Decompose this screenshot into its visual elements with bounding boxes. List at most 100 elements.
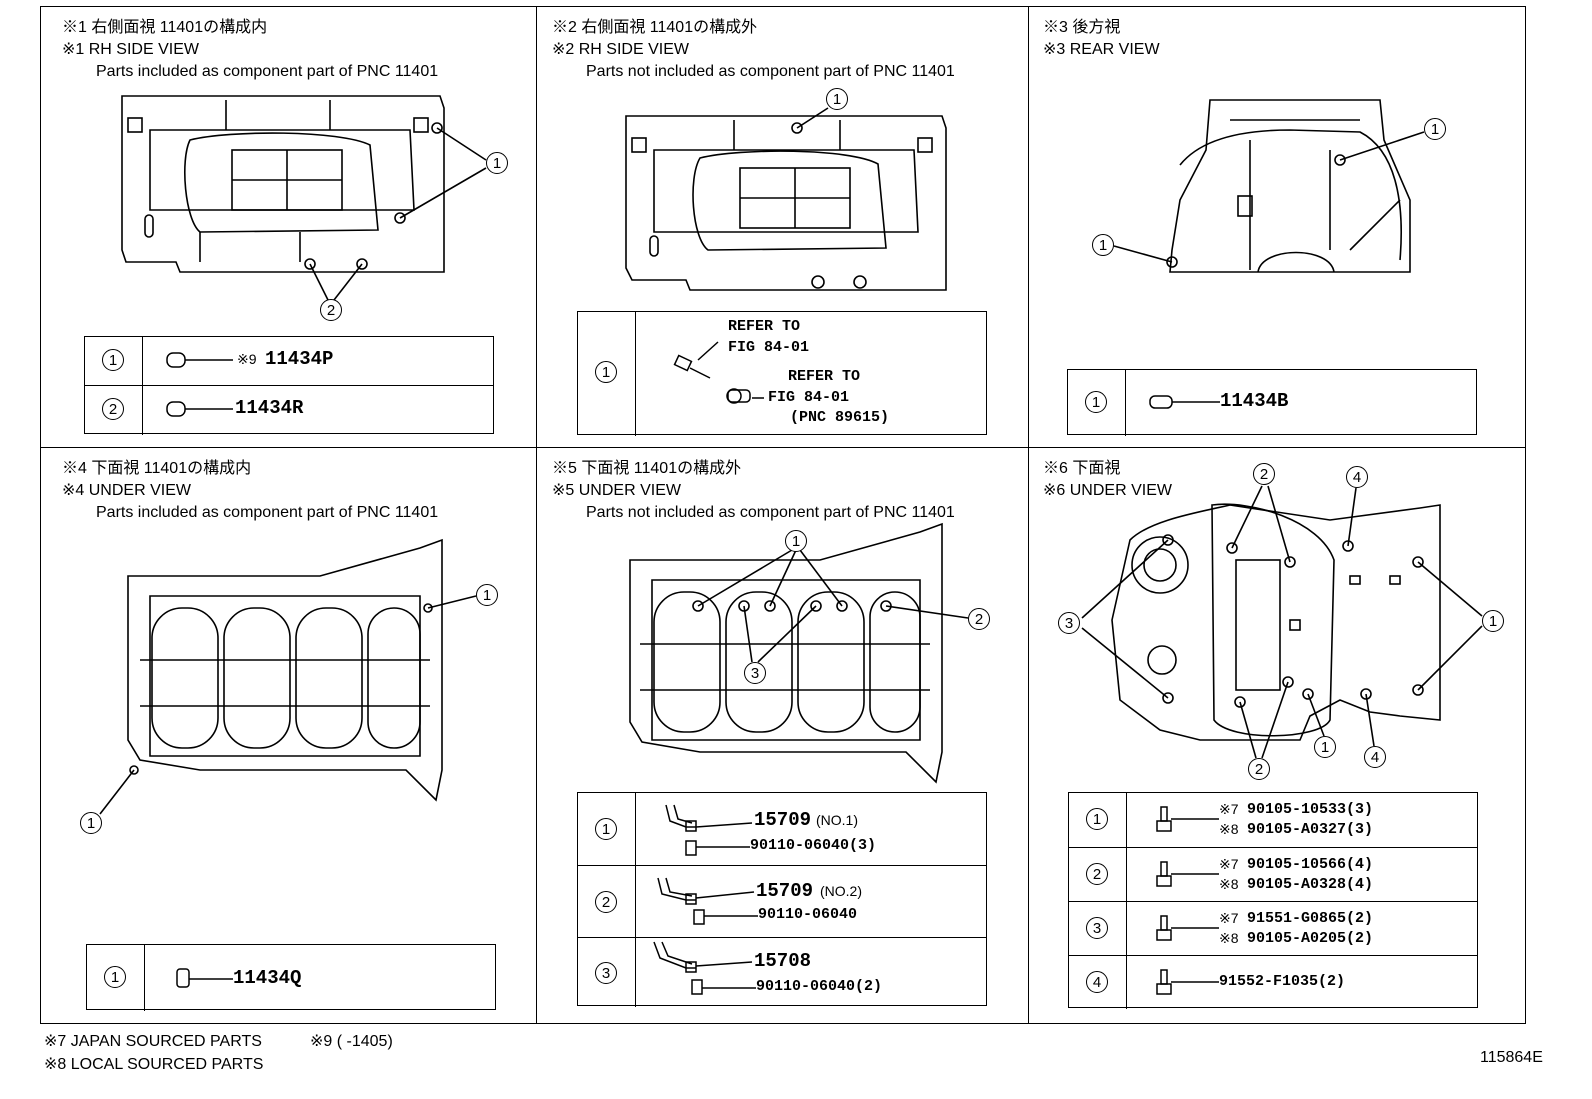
part-number: 15709 [754, 809, 812, 831]
parts-row: 1 REFER TO FIG 84-01 REFER TO FIG 84-01 … [578, 312, 986, 436]
callout-4: 4 [1346, 466, 1368, 488]
part-number: 15708 [754, 950, 812, 972]
source-mark: ※8 [1219, 930, 1239, 946]
parts-row: 2 ※7 90105-10566(4) ※8 90105-A0328(4) [1069, 847, 1477, 901]
bolt-number: 90105-A0205(2) [1247, 930, 1374, 947]
refer-text: REFER TO [728, 318, 801, 335]
callout-1: 1 [1314, 736, 1336, 758]
refer-text: REFER TO [788, 368, 861, 385]
callout-3: 3 [744, 662, 766, 684]
figure-id: 115864E [1480, 1049, 1543, 1066]
bolt-number: 90105-A0327(3) [1247, 821, 1374, 838]
callout-1: 1 [80, 812, 102, 834]
row-number: 1 [595, 361, 617, 383]
panel-title-jp: ※3 後方視 [1043, 19, 1121, 36]
parts-row: 1 15709 (NO.1) 90110-06040(3) [578, 793, 986, 865]
source-mark: ※8 [1219, 876, 1239, 892]
part-number: 15709 [756, 880, 814, 902]
parts-row: 2 15709 (NO.2) 90110-06040 [578, 865, 986, 937]
grid-divider [40, 447, 1526, 448]
panel-title-en: ※3 REAR VIEW [1043, 41, 1160, 58]
part-number: 11434R [235, 397, 304, 419]
source-mark: ※7 [1219, 910, 1239, 926]
callout-2: 2 [320, 299, 342, 321]
callout-1: 1 [826, 88, 848, 110]
parts-row: 1 11434B [1068, 370, 1476, 436]
panel-title-en: ※2 RH SIDE VIEW [552, 41, 689, 58]
callout-2: 2 [1253, 463, 1275, 485]
row-number: 3 [1086, 917, 1108, 939]
footnote-japan-sourced: ※7 JAPAN SOURCED PARTS [44, 1033, 262, 1050]
parts-row: 1 ※9 11434P [85, 337, 493, 385]
bolt-number: 90105-10566(4) [1247, 856, 1374, 873]
callout-1: 1 [1092, 234, 1114, 256]
panel-title-jp: ※1 右側面視 11401の構成内 [62, 19, 268, 36]
panel-note: Parts included as component part of PNC … [96, 63, 439, 80]
part-tag: (NO.1) [816, 812, 858, 828]
panel-3-header: ※3 後方視 ※3 REAR VIEW [1043, 17, 1160, 61]
row-number: 1 [595, 818, 617, 840]
diagram-frame [40, 6, 1526, 1024]
panel-1-header: ※1 右側面視 11401の構成内 ※1 RH SIDE VIEW Parts … [62, 17, 438, 83]
grid-divider [536, 6, 537, 1024]
parts-row: 1 ※7 90105-10533(3) ※8 90105-A0327(3) [1069, 793, 1477, 847]
parts-table-p2: 1 REFER TO FIG 84-01 REFER TO FIG 84-01 … [577, 311, 987, 436]
bolt-number: 90105-10533(3) [1247, 801, 1374, 818]
parts-table-p6: 1 ※7 90105-10533(3) ※8 90105-A0327(3) 2 … [1068, 792, 1478, 1009]
parts-table-p5: 1 15709 (NO.1) 90110-06040(3) 2 15709 (N… [577, 792, 987, 1007]
parts-row: 2 11434R [85, 385, 493, 435]
panel-title-jp: ※6 下面視 [1043, 460, 1121, 477]
parts-row: 3 ※7 91551-G0865(2) ※8 90105-A0205(2) [1069, 901, 1477, 955]
part-tag: (NO.2) [820, 883, 862, 899]
panel-note: Parts not included as component part of … [586, 504, 955, 521]
parts-row: 1 11434Q [87, 945, 495, 1011]
row-number: 2 [595, 891, 617, 913]
row-number: 2 [1086, 863, 1108, 885]
panel-title-en: ※6 UNDER VIEW [1043, 482, 1172, 499]
panel-5-header: ※5 下面視 11401の構成外 ※5 UNDER VIEW Parts not… [552, 458, 955, 524]
panel-2-header: ※2 右側面視 11401の構成外 ※2 RH SIDE VIEW Parts … [552, 17, 955, 83]
bolt-number: 91551-G0865(2) [1247, 910, 1374, 927]
part-number: 11434Q [233, 967, 302, 989]
refer-text: (PNC 89615) [790, 409, 890, 426]
panel-title-en: ※5 UNDER VIEW [552, 482, 681, 499]
refer-text: FIG 84-01 [728, 339, 810, 356]
bolt-number: 90105-A0328(4) [1247, 876, 1374, 893]
footnote-local-sourced: ※8 LOCAL SOURCED PARTS [44, 1056, 264, 1073]
bolt-number: 91552-F1035(2) [1219, 973, 1346, 990]
panel-title-jp: ※4 下面視 11401の構成内 [62, 460, 252, 477]
callout-2: 2 [968, 608, 990, 630]
callout-1: 1 [476, 584, 498, 606]
source-mark: ※7 [1219, 856, 1239, 872]
bolt-number: 90110-06040 [758, 906, 858, 923]
panel-title-en: ※4 UNDER VIEW [62, 482, 191, 499]
row-number: 4 [1086, 971, 1108, 993]
panel-6-header: ※6 下面視 ※6 UNDER VIEW [1043, 458, 1172, 502]
callout-1: 1 [486, 152, 508, 174]
parts-row: 3 15708 90110-06040(2) [578, 937, 986, 1007]
source-mark: ※8 [1219, 821, 1239, 837]
part-number: 11434B [1220, 390, 1289, 412]
refer-text: FIG 84-01 [768, 389, 850, 406]
callout-2: 2 [1248, 758, 1270, 780]
panel-title-en: ※1 RH SIDE VIEW [62, 41, 199, 58]
footnote-note9: ※9 ( -1405) [310, 1033, 393, 1050]
bolt-number: 90110-06040(3) [750, 837, 877, 854]
panel-note: Parts included as component part of PNC … [96, 504, 439, 521]
callout-1: 1 [1482, 610, 1504, 632]
panel-title-jp: ※2 右側面視 11401の構成外 [552, 19, 758, 36]
callout-1: 1 [785, 530, 807, 552]
callout-3: 3 [1058, 612, 1080, 634]
grid-divider [1028, 6, 1029, 1024]
row-number: 1 [1086, 808, 1108, 830]
panel-title-jp: ※5 下面視 11401の構成外 [552, 460, 742, 477]
bolt-number: 90110-06040(2) [756, 978, 883, 995]
source-mark: ※7 [1219, 801, 1239, 817]
row-number: 3 [595, 962, 617, 984]
source-mark: ※9 [237, 351, 257, 367]
